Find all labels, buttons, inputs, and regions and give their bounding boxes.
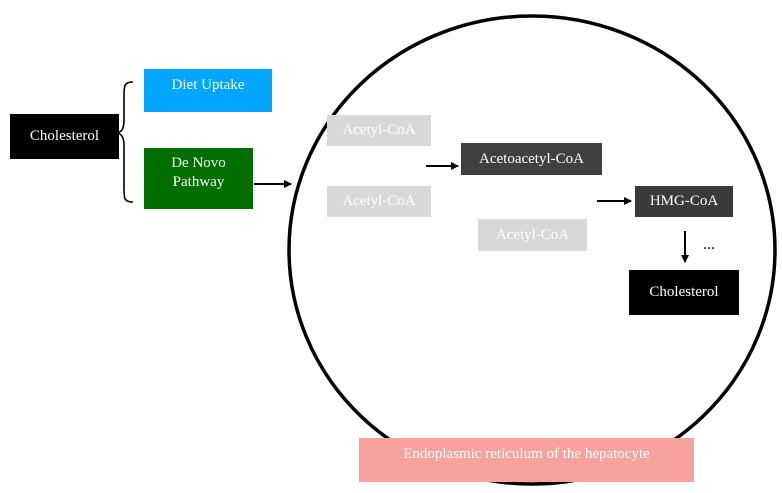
acetyl-coa-label-1: Acetyl-CoA	[342, 122, 416, 138]
acetyl-coa-label-2: Acetyl-CoA	[342, 193, 416, 209]
hmg-coa-box: HMG-CoA	[635, 186, 733, 217]
ellipsis-text: ...	[703, 236, 715, 253]
de-novo-pathway-box: De Novo Pathway	[144, 148, 253, 209]
cholesterol-product-box: Cholesterol	[629, 270, 739, 315]
cholesterol-box: Cholesterol	[10, 114, 119, 159]
hmg-coa-label: HMG-CoA	[649, 193, 719, 209]
de-novo-pathway-label: De Novo Pathway	[171, 155, 226, 190]
er-caption-label: Endoplasmic reticulum of the hepatocyte	[403, 446, 650, 462]
er-caption-box: Endoplasmic reticulum of the hepatocyte	[359, 438, 694, 482]
acetyl-coa-label-3: Acetyl-CoA	[495, 226, 570, 243]
diet-uptake-box: Diet Uptake	[144, 69, 272, 112]
diet-uptake-label: Diet Uptake	[171, 77, 245, 93]
cholesterol-label: Cholesterol	[29, 128, 100, 144]
acetoacetyl-coa-box: Acetoacetyl-CoA	[461, 143, 602, 175]
cholesterol-product-label: Cholesterol	[649, 284, 719, 300]
acetyl-coa-box-1: Acetyl-CoA	[327, 115, 431, 146]
acetyl-coa-box-2: Acetyl-CoA	[327, 186, 431, 217]
acetyl-coa-box-3: Acetyl-CoA	[478, 219, 587, 251]
endoplasmic-reticulum-ellipse	[287, 14, 777, 486]
acetoacetyl-coa-label: Acetoacetyl-CoA	[479, 150, 584, 167]
